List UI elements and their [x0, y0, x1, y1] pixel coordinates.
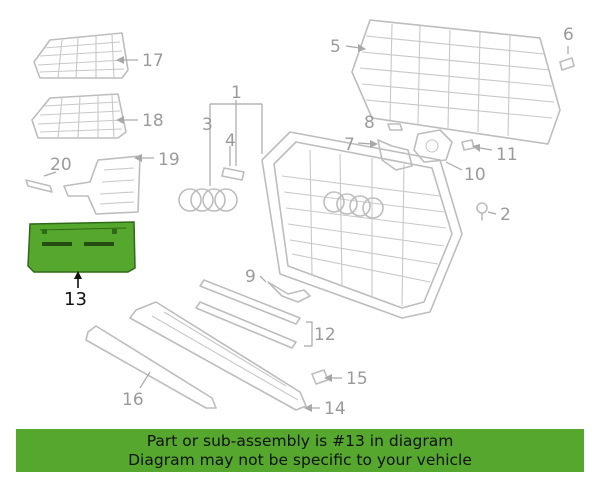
main-grille — [261, 131, 463, 319]
callout-12: 12 — [314, 325, 336, 345]
info-banner: Part or sub-assembly is #13 in diagram D… — [16, 429, 584, 472]
part-15-bolt — [311, 369, 329, 385]
part-11-screw — [461, 139, 475, 151]
callout-16: 16 — [122, 390, 144, 410]
part-19-grille-bracket — [63, 155, 141, 215]
callout-9: 9 — [245, 267, 256, 287]
part-2-clip — [476, 202, 488, 221]
callout-8: 8 — [364, 113, 375, 133]
callout-3: 3 — [202, 115, 213, 135]
part-14-lower-grille — [129, 301, 307, 411]
part-4-badge — [221, 167, 245, 181]
part-12-trim-strips — [195, 279, 301, 349]
parts-diagram: 1 2 3 4 5 6 7 8 9 10 11 12 13 14 15 16 1… — [25, 19, 575, 419]
callout-13: 13 — [64, 289, 87, 310]
part-7-bracket — [377, 139, 413, 171]
part-8-screw — [387, 123, 403, 131]
callout-18: 18 — [142, 111, 164, 131]
callout-2: 2 — [500, 205, 511, 225]
part-10-sensor-mount — [413, 129, 453, 163]
banner-line-2: Diagram may not be specific to your vehi… — [128, 451, 472, 469]
callout-4: 4 — [225, 131, 236, 151]
leader-lines — [43, 44, 497, 412]
callout-19: 19 — [158, 150, 180, 170]
banner-line-1: Part or sub-assembly is #13 in diagram — [146, 432, 454, 450]
callout-10: 10 — [464, 165, 486, 185]
callout-15: 15 — [346, 369, 368, 389]
part-5-grille-carrier — [351, 19, 561, 145]
callout-6: 6 — [563, 25, 574, 45]
callout-5: 5 — [330, 37, 341, 57]
part-6-bolt — [559, 46, 575, 71]
callout-7: 7 — [344, 135, 355, 155]
part-16-lower-trim — [85, 325, 217, 409]
callout-11: 11 — [496, 145, 518, 165]
callout-20: 20 — [50, 155, 72, 175]
part-17-fog-grille-upper — [33, 32, 129, 79]
part-18-fog-grille-lower — [31, 93, 127, 139]
callout-1: 1 — [231, 83, 242, 103]
part-3-rings-emblem — [178, 188, 238, 212]
callout-17: 17 — [142, 51, 164, 71]
part-20-clip — [25, 179, 53, 193]
callout-14: 14 — [324, 399, 346, 419]
part-13-license-plate-bracket — [27, 221, 136, 288]
part-9-bracket — [267, 281, 311, 303]
